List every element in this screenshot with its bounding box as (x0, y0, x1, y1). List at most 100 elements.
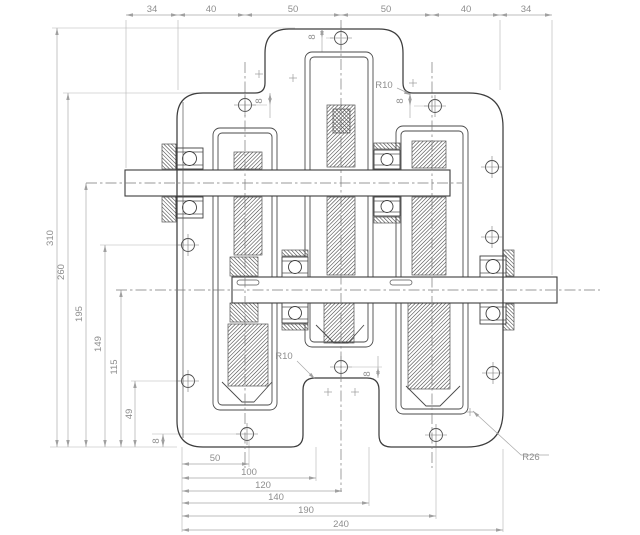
arrowhead (242, 462, 249, 466)
bearing-cap (373, 216, 401, 224)
arrowhead (429, 514, 436, 518)
dim-left-260: 260 (56, 264, 67, 280)
arrowhead (545, 13, 552, 17)
bearing-cap (373, 142, 401, 150)
dim-bottom-120: 120 (255, 480, 271, 491)
dim-top-2: 40 (206, 4, 217, 15)
offset-8-top-center: 8 (307, 34, 318, 39)
arrowhead (334, 13, 341, 17)
radius-center-mark (255, 70, 263, 78)
arrowhead (103, 440, 107, 447)
dim-top-1: 34 (147, 4, 158, 15)
dim-left-310: 310 (45, 230, 56, 246)
radius-center-mark (289, 74, 297, 82)
dim-top-4: 50 (381, 4, 392, 15)
bolt-hole (481, 156, 503, 178)
dim-top-5: 40 (461, 4, 472, 15)
ball-bearing (373, 196, 401, 217)
arrowhead (55, 28, 59, 35)
arrowhead (66, 440, 70, 447)
arrowhead (133, 381, 137, 388)
centerlines (86, 20, 600, 492)
gear-hatch-block (229, 302, 259, 323)
arrowhead (161, 434, 165, 441)
arrowhead (182, 489, 189, 493)
arrowhead (103, 245, 107, 252)
arrowhead (268, 98, 272, 105)
arrowhead (432, 13, 439, 17)
dim-bottom-140: 140 (268, 492, 284, 503)
radius-center-mark (466, 408, 474, 416)
offset-8-bottom-mid: 8 (362, 371, 373, 376)
ball-bearing (479, 255, 507, 278)
arrowhead (182, 501, 189, 505)
dim-left-149: 149 (93, 336, 104, 352)
ball-bearing (281, 302, 309, 324)
dim-bottom-50: 50 (210, 453, 221, 464)
dimension-labels: 34 40 50 50 40 34 310 260 195 149 115 49… (45, 4, 540, 530)
arrowhead (171, 13, 178, 17)
dim-left-115: 115 (109, 359, 120, 374)
arrowhead (493, 13, 500, 17)
radius-center-mark (351, 388, 359, 396)
arrowhead (320, 31, 324, 38)
arrowhead (408, 99, 412, 106)
arrowhead (496, 528, 503, 532)
ball-bearing (281, 256, 309, 278)
bolt-hole (482, 362, 504, 384)
arrowhead (119, 440, 123, 447)
bearing-cap (281, 249, 309, 257)
arrowhead (500, 13, 507, 17)
arrowhead (126, 13, 133, 17)
bearing-cap (161, 143, 177, 170)
arrowhead (245, 13, 252, 17)
arrowhead (84, 183, 88, 190)
arrowhead (66, 93, 70, 100)
arrowhead (309, 476, 316, 480)
dim-left-49: 49 (124, 409, 135, 420)
arrowhead (182, 528, 189, 532)
ball-bearing (479, 302, 507, 325)
radius-center-mark (324, 388, 332, 396)
arrowhead (403, 90, 411, 95)
bolt-hole (425, 424, 447, 446)
bearing-cap (161, 196, 177, 223)
dim-left-195: 195 (74, 306, 85, 322)
ball-bearing (373, 149, 401, 170)
dim-bottom-100: 100 (241, 467, 257, 478)
ball-bearing (175, 196, 204, 219)
offset-8-top-right: 8 (395, 98, 406, 103)
dim-top-6: 34 (521, 4, 532, 15)
arrowhead (84, 440, 88, 447)
arrowhead (308, 372, 315, 379)
dim-left-8: 8 (151, 438, 162, 443)
shaft-groove (389, 279, 413, 286)
arrowhead (238, 13, 245, 17)
gear-hatch-block (233, 196, 263, 256)
arrowhead (55, 440, 59, 447)
bolt-hole (236, 423, 258, 445)
arrowhead (335, 489, 342, 493)
gear-hatch-block (411, 196, 447, 276)
ball-bearing (175, 147, 204, 170)
radius-label-bottom: R10 (275, 351, 292, 362)
arrowhead (473, 411, 480, 418)
gear-hatch-block (411, 140, 447, 169)
dim-bottom-240: 240 (333, 519, 349, 530)
arrowhead (133, 440, 137, 447)
arrowhead (161, 440, 165, 447)
housing-outline (176, 28, 504, 448)
bolt-hole (481, 226, 503, 248)
arrowhead (178, 13, 185, 17)
arrowhead (376, 371, 380, 378)
arrowhead (182, 514, 189, 518)
arrowhead (425, 13, 432, 17)
bolt-holes (177, 27, 504, 446)
shaft-groove (236, 279, 260, 286)
arrowhead (182, 462, 189, 466)
radius-label-corner: R26 (522, 452, 539, 463)
gear-hatch-block (227, 323, 269, 387)
bolt-hole (424, 95, 446, 117)
